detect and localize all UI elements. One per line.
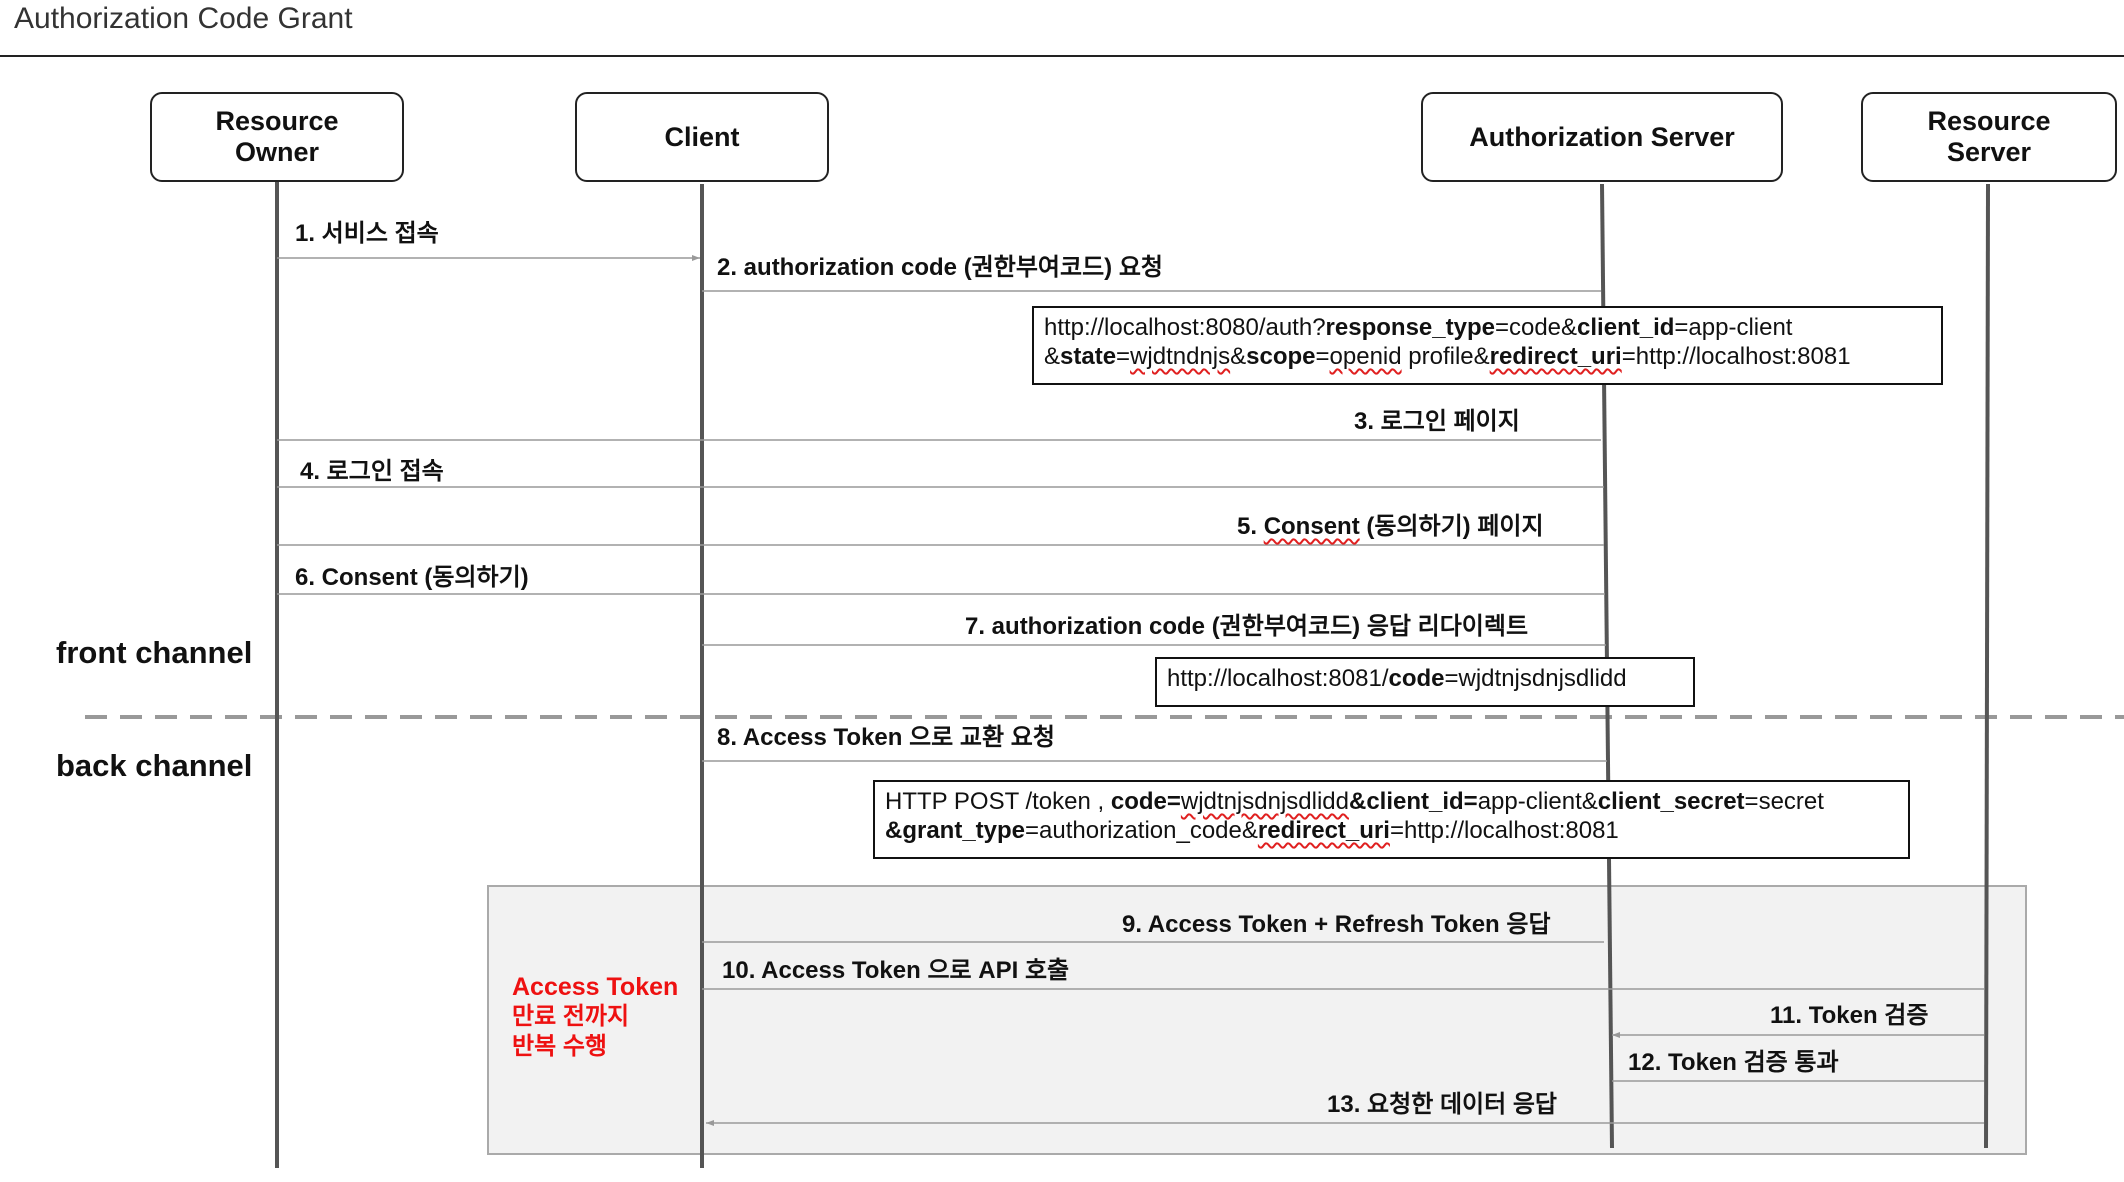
message-3-label: 3. 로그인 페이지 <box>1354 408 1520 435</box>
note-token-request: HTTP POST /token , code=wjdtnjsdnjsdlidd… <box>873 780 1910 859</box>
message-11-label: 11. Token 검증 <box>1770 1002 1929 1029</box>
actor-authorization-server: Authorization Server <box>1421 92 1783 182</box>
arrowhead-11 <box>1612 1032 1620 1038</box>
auth-url-amp2: & <box>1230 343 1247 370</box>
auth-url-scope-openid: openid <box>1329 343 1402 370</box>
token-request-code-value: wjdtnjsdnjsdlidd <box>1180 788 1349 815</box>
message-12-label: 12. Token 검증 통과 <box>1628 1049 1839 1076</box>
message-8-label: 8. Access Token 으로 교환 요청 <box>717 724 1055 751</box>
note-redirect-url: http://localhost:8081/code=wjdtnjsdnjsdl… <box>1155 657 1695 707</box>
actor-resource-owner: Resource Owner <box>150 92 404 182</box>
title-rule <box>0 55 2124 57</box>
token-request-code: code= <box>1110 788 1181 815</box>
message-5-consent: Consent <box>1263 513 1360 540</box>
auth-url-scope: scope <box>1246 343 1316 370</box>
message-7-label: 7. authorization code (권한부여코드) 응답 리다이렉트 <box>965 613 1529 640</box>
message-5-label: 5. Consent (동의하기) 페이지 <box>1237 513 1544 541</box>
note-token-request-line-2: &grant_type=authorization_code&redirect_… <box>885 816 1898 845</box>
repeat-note-line-2: 만료 전까지 <box>512 1003 630 1030</box>
actor-resource-server: Resource Server <box>1861 92 2117 182</box>
token-request-client-value: app-client& <box>1477 788 1598 815</box>
repeat-region <box>487 885 2027 1155</box>
lifeline-resource-server <box>1984 183 1990 1149</box>
auth-url-client-id: client_id <box>1577 314 1675 341</box>
message-13-label: 13. 요청한 데이터 응답 <box>1327 1091 1558 1118</box>
token-request-client-id: &client_id= <box>1348 788 1478 815</box>
front-channel-label: front channel <box>56 635 253 670</box>
note-token-request-line-1: HTTP POST /token , code=wjdtnjsdnjsdlidd… <box>885 787 1898 816</box>
message-4-label: 4. 로그인 접속 <box>300 458 444 485</box>
page-title: Authorization Code Grant <box>14 2 353 35</box>
message-5-number: 5. <box>1237 513 1264 540</box>
token-request-grant-value: =authorization_code& <box>1025 817 1258 844</box>
note-auth-url-line-2: &state=wjdtndnjs&scope=openid profile&re… <box>1044 342 1931 371</box>
token-request-redirect-uri: redirect_uri <box>1257 817 1390 844</box>
auth-url-state-value: wjdtndnjs <box>1130 343 1231 370</box>
repeat-note-line-3: 반복 수행 <box>512 1033 607 1060</box>
note-auth-url: http://localhost:8080/auth?response_type… <box>1032 306 1943 385</box>
auth-url-code-value: =code& <box>1494 314 1578 341</box>
auth-url-redirect-value: =http://localhost:8081 <box>1621 343 1851 370</box>
auth-url-scope-profile: profile& <box>1401 343 1490 370</box>
auth-url-client-value: =app-client <box>1674 314 1793 341</box>
auth-url-eq: = <box>1116 343 1131 370</box>
token-request-method: HTTP POST /token , <box>885 788 1111 815</box>
auth-url-state: state <box>1060 343 1117 370</box>
redirect-url-code-value: =wjdtnjsdnjsdlidd <box>1444 665 1627 692</box>
repeat-note-line-1: Access Token <box>512 973 679 1001</box>
redirect-url-code: code <box>1388 665 1445 692</box>
message-9-label: 9. Access Token + Refresh Token 응답 <box>1122 911 1551 938</box>
token-request-client-secret: client_secret <box>1597 788 1745 815</box>
token-request-grant-type: &grant_type <box>885 817 1026 844</box>
auth-url-eq2: = <box>1315 343 1330 370</box>
auth-url-amp: & <box>1044 343 1061 370</box>
arrowhead-1 <box>692 255 700 261</box>
note-auth-url-line-1: http://localhost:8080/auth?response_type… <box>1044 313 1931 342</box>
back-channel-label: back channel <box>56 748 253 783</box>
auth-url-base: http://localhost:8080/auth? <box>1044 314 1326 341</box>
message-1-label: 1. 서비스 접속 <box>295 220 439 247</box>
message-6-label: 6. Consent (동의하기) <box>295 564 529 591</box>
token-request-secret-value: =secret <box>1744 788 1824 815</box>
token-request-redirect-value: =http://localhost:8081 <box>1389 817 1619 844</box>
arrowhead-13 <box>706 1120 714 1126</box>
auth-url-response-type: response_type <box>1325 314 1495 341</box>
message-2-label: 2. authorization code (권한부여코드) 요청 <box>717 254 1163 281</box>
redirect-url-base: http://localhost:8081/ <box>1167 665 1389 692</box>
message-5-rest: (동의하기) 페이지 <box>1359 513 1544 540</box>
message-10-label: 10. Access Token 으로 API 호출 <box>722 957 1070 984</box>
actor-client: Client <box>575 92 829 182</box>
auth-url-redirect-uri: redirect_uri <box>1489 343 1622 370</box>
repeat-note: Access Token 만료 전까지 반복 수행 <box>512 972 678 1062</box>
